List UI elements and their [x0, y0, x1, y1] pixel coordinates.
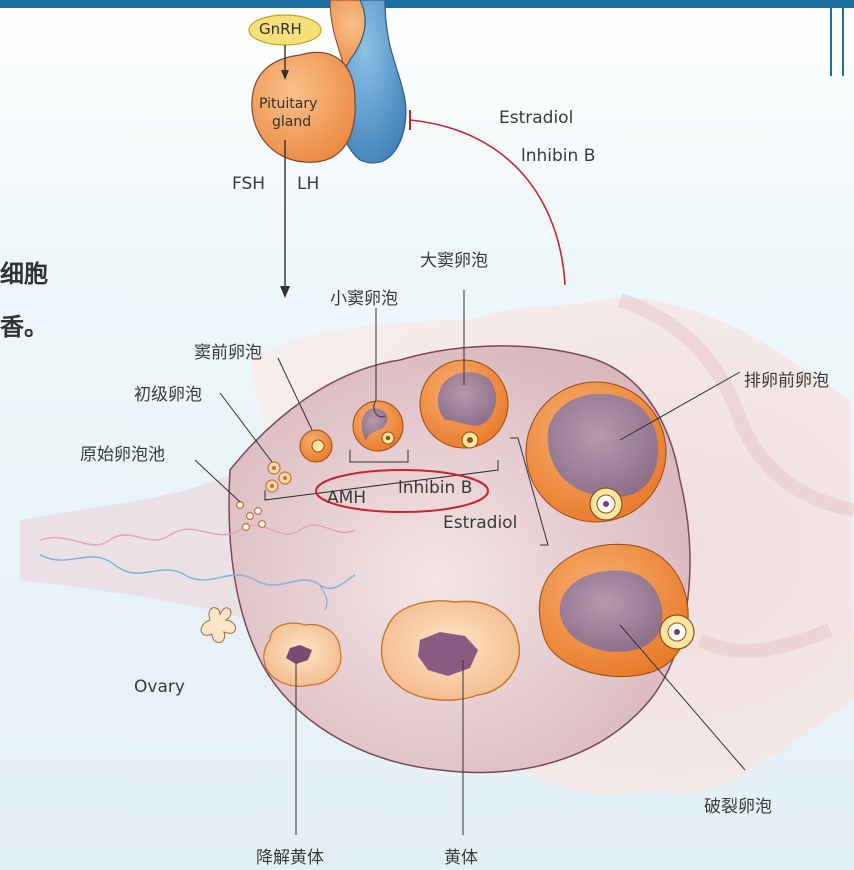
- lh-label: LH: [297, 176, 319, 193]
- large-antral-label: 大窦卵泡: [420, 253, 488, 270]
- estradiol-ovary-label: Estradiol: [443, 515, 517, 532]
- side-text-line1: 细胞: [0, 262, 48, 286]
- inhibin-ovary-label: lnhibin B: [398, 480, 472, 497]
- fsh-label: FSH: [232, 176, 265, 193]
- corpus-luteum: [382, 601, 520, 700]
- side-text-line2: 香。: [0, 315, 48, 339]
- corpus-albicans-label: 降解黄体: [256, 850, 324, 867]
- gnrh-label: GnRH: [259, 22, 302, 37]
- primary-label: 初级卵泡: [134, 387, 202, 404]
- corpus-luteum-label: 黄体: [444, 850, 478, 867]
- preovulatory-label: 排卵前卵泡: [744, 373, 829, 390]
- amh-label: AMH: [327, 490, 366, 507]
- pituitary-label-line1: Pituitary: [259, 97, 317, 111]
- fsh-lh-arrowhead: [280, 286, 290, 298]
- degenerating-follicle: [201, 608, 235, 643]
- small-antral-follicle: [353, 401, 403, 451]
- preantral-follicle: [300, 430, 332, 462]
- small-antral-label: 小窦卵泡: [330, 291, 398, 308]
- ovarian-ligament: [20, 470, 250, 620]
- ruptured-label: 破裂卵泡: [704, 799, 772, 816]
- corpus-albicans: [264, 623, 341, 686]
- preantral-label: 窦前卵泡: [194, 345, 262, 362]
- estradiol-feedback-label: Estradiol: [499, 110, 573, 127]
- pituitary-label-line2: gland: [272, 115, 311, 129]
- ovary-label: Ovary: [134, 679, 185, 696]
- inhibin-feedback-label: lnhibin B: [521, 148, 595, 165]
- primordial-pool-label: 原始卵泡池: [80, 447, 165, 464]
- preovulatory-follicle: [526, 382, 666, 522]
